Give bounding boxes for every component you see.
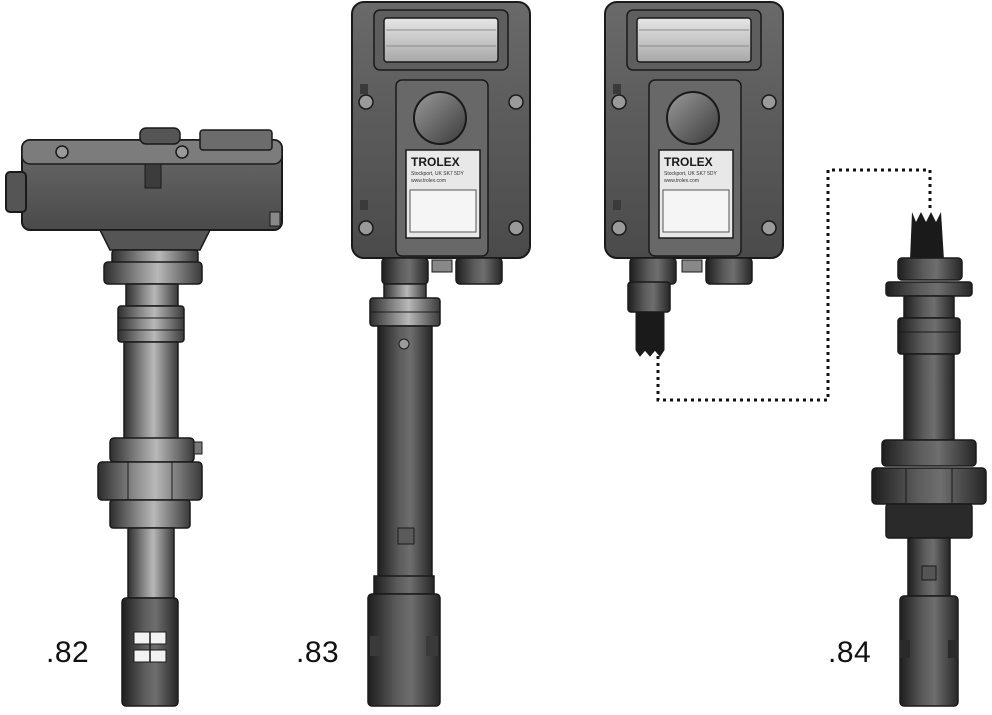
screw-icon <box>761 94 777 110</box>
screw-icon <box>761 220 777 236</box>
brand-web: www.trolex.com <box>664 178 699 184</box>
brand-address: Stockport, UK SK7 5DY <box>664 171 717 177</box>
dome-button-icon <box>413 91 467 145</box>
screw-icon <box>55 145 69 159</box>
screw-icon <box>611 220 627 236</box>
dome-button-icon <box>666 91 720 145</box>
variant-label-83: .83 <box>296 636 340 669</box>
housing-82 <box>5 127 283 251</box>
sensor-84: TROLEX Stockport, UK SK7 5DY www.trolex.… <box>604 1 987 707</box>
housing-83: TROLEX Stockport, UK SK7 5DY www.trolex.… <box>351 1 531 259</box>
brand-logo: TROLEX <box>664 155 713 169</box>
screw-icon <box>358 220 374 236</box>
screw-icon <box>358 94 374 110</box>
screw-icon <box>508 94 524 110</box>
screw-icon <box>508 220 524 236</box>
housing-84: TROLEX Stockport, UK SK7 5DY www.trolex.… <box>604 1 784 259</box>
gland-icon <box>381 257 503 285</box>
screw-icon <box>398 338 410 350</box>
sensor-tip-icon <box>367 593 441 707</box>
sensor-tip-icon <box>121 597 179 707</box>
variant-label-84: .84 <box>828 636 872 669</box>
screw-icon <box>611 94 627 110</box>
sensor-tip-icon <box>899 595 959 707</box>
brand-web: www.trolex.com <box>411 178 446 184</box>
variant-label-82: .82 <box>46 636 90 669</box>
remote-cable <box>656 168 932 402</box>
brand-logo: TROLEX <box>411 155 460 169</box>
brand-address: Stockport, UK SK7 5DY <box>411 171 464 177</box>
screw-icon <box>175 145 189 159</box>
sensor-83: TROLEX Stockport, UK SK7 5DY www.trolex.… <box>351 1 531 707</box>
sensor-82 <box>5 127 283 707</box>
gland-icon <box>629 257 753 285</box>
